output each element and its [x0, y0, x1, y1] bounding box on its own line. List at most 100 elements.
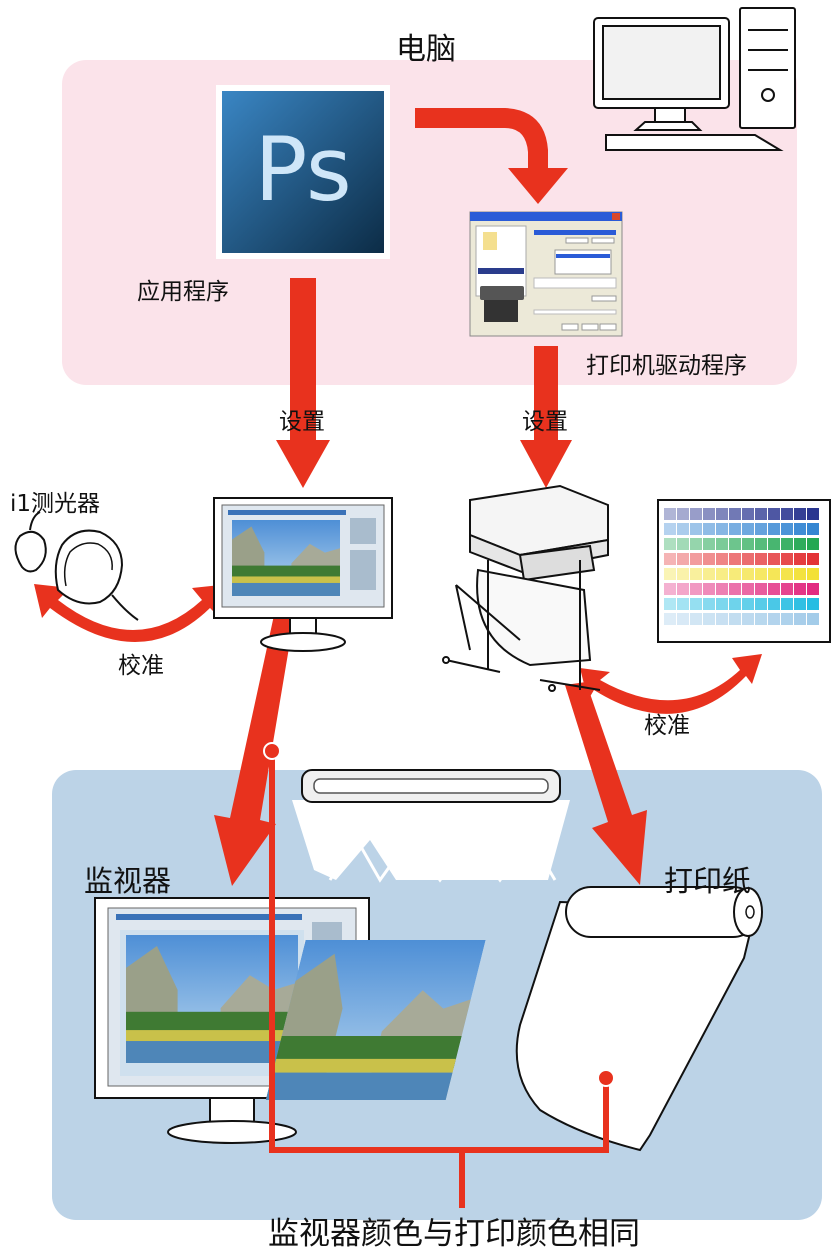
color-swatch — [690, 598, 702, 610]
arrow-app-setting — [276, 278, 330, 488]
color-swatch — [755, 523, 767, 535]
color-swatch — [768, 613, 780, 625]
color-swatch — [742, 508, 754, 520]
color-swatch — [690, 613, 702, 625]
color-swatch — [729, 508, 741, 520]
color-swatch — [755, 568, 767, 580]
color-swatch — [664, 553, 676, 565]
color-swatch — [794, 538, 806, 550]
large-format-printer-icon — [442, 484, 609, 692]
color-swatch — [807, 523, 819, 535]
small-monitor-icon — [213, 497, 393, 652]
color-swatch — [755, 583, 767, 595]
color-swatch — [729, 568, 741, 580]
monitor-label: 监视器 — [84, 864, 172, 898]
color-swatch — [755, 613, 767, 625]
color-swatch — [742, 538, 754, 550]
conclusion-label: 监视器颜色与打印颜色相同 — [268, 1216, 640, 1252]
color-swatch — [781, 553, 793, 565]
color-swatch — [664, 583, 676, 595]
color-swatch — [742, 523, 754, 535]
color-swatch — [677, 598, 689, 610]
color-swatch — [781, 568, 793, 580]
arrow-app-to-driver — [415, 108, 568, 204]
application-label: 应用程序 — [137, 279, 229, 305]
photoshop-icon — [216, 85, 390, 259]
workflow-arrows — [34, 108, 762, 886]
color-swatch — [703, 553, 715, 565]
color-swatch — [664, 538, 676, 550]
setting-label-left: 设置 — [279, 409, 325, 435]
color-swatch — [781, 538, 793, 550]
color-swatch — [703, 598, 715, 610]
color-swatch — [690, 508, 702, 520]
arrow-calibrate-printer — [580, 654, 762, 714]
color-swatch — [664, 598, 676, 610]
color-swatch — [794, 598, 806, 610]
calibrate-label-left: 校准 — [118, 653, 164, 679]
arrow-calibrate-monitor — [34, 584, 230, 642]
color-swatch — [807, 598, 819, 610]
color-swatch — [768, 508, 780, 520]
color-swatch — [729, 598, 741, 610]
printer-driver-dialog-icon — [469, 211, 623, 337]
color-swatch — [755, 508, 767, 520]
color-swatch — [664, 568, 676, 580]
color-swatch — [677, 583, 689, 595]
color-swatch — [794, 508, 806, 520]
arrow-driver-setting — [520, 346, 572, 488]
color-swatch — [716, 583, 728, 595]
color-swatch — [807, 553, 819, 565]
color-swatch — [690, 583, 702, 595]
color-swatch — [807, 508, 819, 520]
printer-driver-label: 打印机驱动程序 — [586, 353, 747, 379]
color-swatch — [742, 568, 754, 580]
color-swatch — [807, 568, 819, 580]
desktop-computer-icon — [593, 7, 796, 151]
color-swatch — [690, 523, 702, 535]
color-swatch — [794, 583, 806, 595]
color-swatch — [690, 538, 702, 550]
color-swatch — [794, 613, 806, 625]
color-swatch — [716, 523, 728, 535]
color-swatch — [690, 553, 702, 565]
color-swatch — [677, 538, 689, 550]
color-swatch — [703, 613, 715, 625]
color-swatch — [794, 553, 806, 565]
color-swatch — [768, 598, 780, 610]
color-swatch — [664, 523, 676, 535]
color-swatch — [781, 613, 793, 625]
color-swatch — [742, 613, 754, 625]
color-swatch — [716, 508, 728, 520]
color-swatch — [677, 613, 689, 625]
print-paper-label: 打印纸 — [664, 864, 752, 898]
color-swatch — [677, 553, 689, 565]
color-swatch — [755, 553, 767, 565]
color-swatch — [703, 523, 715, 535]
color-swatch — [729, 538, 741, 550]
color-swatch — [664, 508, 676, 520]
calibrate-label-right: 校准 — [644, 713, 690, 739]
setting-label-right: 设置 — [522, 409, 568, 435]
color-swatch — [807, 583, 819, 595]
color-swatch — [677, 568, 689, 580]
color-swatch — [716, 553, 728, 565]
color-swatch — [768, 568, 780, 580]
print-paper-roll-icon — [265, 886, 763, 1152]
computer-label: 电脑 — [396, 32, 456, 67]
color-swatch — [807, 613, 819, 625]
color-swatch — [716, 538, 728, 550]
color-swatch — [768, 523, 780, 535]
color-swatch — [755, 598, 767, 610]
color-swatch — [781, 508, 793, 520]
color-swatch — [716, 613, 728, 625]
color-swatch — [794, 523, 806, 535]
color-swatch — [729, 553, 741, 565]
color-swatch — [677, 523, 689, 535]
color-swatch — [781, 598, 793, 610]
viewing-light-icon — [292, 769, 570, 883]
color-swatch — [768, 583, 780, 595]
color-swatch — [807, 538, 819, 550]
color-swatch — [781, 523, 793, 535]
